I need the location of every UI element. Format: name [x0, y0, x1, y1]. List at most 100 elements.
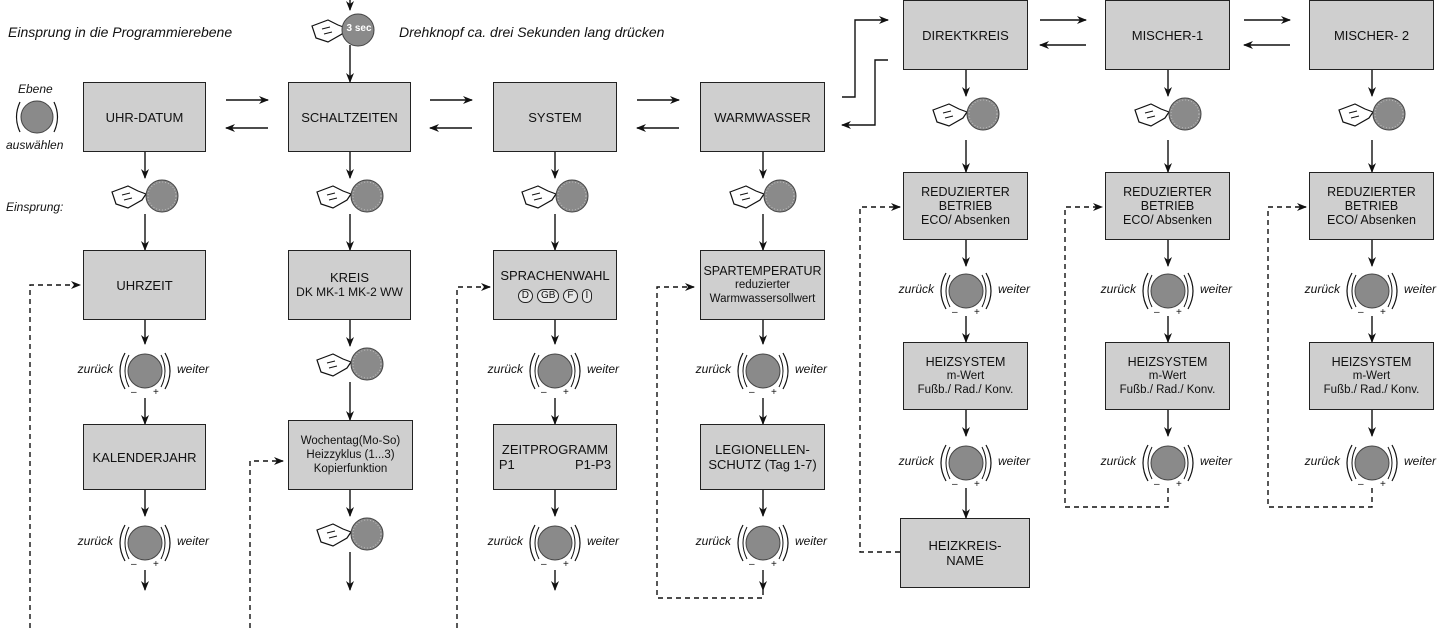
uhr-datum-label: UHR-DATUM	[105, 109, 184, 125]
rotary-knob-icon	[1138, 265, 1198, 317]
reduzierter-betrieb-box-direkt[interactable]: REDUZIERTER BETRIEB ECO/ Absenken	[903, 172, 1028, 240]
system-label: SYSTEM	[528, 109, 582, 125]
hand-press-knob-icon	[316, 179, 384, 213]
warmwasser-box[interactable]: WARMWASSER	[700, 82, 825, 152]
sec-label: 3 sec	[346, 23, 372, 34]
minus-sign: –	[952, 479, 958, 490]
ebene-label: Ebene	[18, 82, 53, 96]
heizkreis-name-box[interactable]: HEIZKREIS- NAME	[900, 518, 1030, 588]
hand-press-knob-icon	[1338, 97, 1406, 131]
heiz-line1: HEIZSYSTEM	[1127, 355, 1208, 369]
rotary-knob-icon	[1342, 265, 1402, 317]
weiter-label: weiter	[177, 362, 210, 376]
reduzierter-betrieb-box-m2[interactable]: REDUZIERTER BETRIEB ECO/ Absenken	[1309, 172, 1434, 240]
rotary-knob-icon	[733, 345, 793, 397]
auswaehlen-label: auswählen	[6, 138, 64, 152]
rotary-knob-icon	[15, 100, 59, 134]
heizsystem-box-m2[interactable]: HEIZSYSTEM m-Wert Fußb./ Rad./ Konv.	[1309, 342, 1434, 410]
red-line3: ECO/ Absenken	[1123, 213, 1212, 227]
zurueck-label: zurück	[1100, 282, 1136, 296]
press-knob[interactable]	[315, 346, 385, 382]
direktkreis-box[interactable]: DIREKTKREIS	[903, 0, 1028, 70]
press-knob[interactable]	[1133, 96, 1203, 132]
red-line2: BETRIEB	[1344, 199, 1399, 213]
kalenderjahr-label: KALENDERJAHR	[92, 449, 197, 465]
mischer2-box[interactable]: MISCHER- 2	[1309, 0, 1434, 70]
press-knob[interactable]	[110, 178, 180, 214]
weiter-label: weiter	[998, 282, 1031, 296]
spartemperatur-box[interactable]: SPARTEMPERATUR reduzierter Warmwassersol…	[700, 250, 825, 320]
weiter-label: weiter	[587, 534, 620, 548]
zurueck-label: zurück	[695, 534, 731, 548]
press-knob-3sec[interactable]: 3 sec	[308, 12, 378, 48]
kreis-box[interactable]: KREIS DK MK-1 MK-2 WW	[288, 250, 411, 320]
red-line2: BETRIEB	[1140, 199, 1195, 213]
uhr-datum-box[interactable]: UHR-DATUM	[83, 82, 206, 152]
schaltzeiten-box[interactable]: SCHALTZEITEN	[288, 82, 411, 152]
lang-option-i[interactable]: I	[581, 288, 593, 303]
mischer1-box[interactable]: MISCHER-1	[1105, 0, 1230, 70]
weiter-label: weiter	[795, 362, 828, 376]
press-knob[interactable]	[315, 178, 385, 214]
heizsystem-box-direkt[interactable]: HEIZSYSTEM m-Wert Fußb./ Rad./ Konv.	[903, 342, 1028, 410]
name-line1: HEIZKREIS-	[928, 538, 1002, 553]
legionellen-line1: LEGIONELLEN-	[715, 442, 810, 457]
weiter-label: weiter	[1404, 454, 1437, 468]
reduzierter-betrieb-box-m1[interactable]: REDUZIERTER BETRIEB ECO/ Absenken	[1105, 172, 1230, 240]
kalenderjahr-box[interactable]: KALENDERJAHR	[83, 424, 206, 490]
hand-press-knob-icon	[111, 179, 179, 213]
red-line1: REDUZIERTER	[921, 185, 1010, 199]
press-knob[interactable]	[1337, 96, 1407, 132]
zeitprogramm-title: ZEITPROGRAMM	[501, 442, 609, 457]
weiter-label: weiter	[177, 534, 210, 548]
kreis-title: KREIS	[329, 270, 369, 285]
hand-press-knob-icon	[316, 517, 384, 551]
mischer2-label: MISCHER- 2	[1333, 27, 1410, 43]
press-knob[interactable]	[520, 178, 590, 214]
weiter-label: weiter	[998, 454, 1031, 468]
press-knob[interactable]	[931, 96, 1001, 132]
legionellenschutz-box[interactable]: LEGIONELLEN- SCHUTZ (Tag 1-7)	[700, 424, 825, 490]
heiz-line2: m-Wert	[1148, 370, 1187, 382]
lang-option-gb[interactable]: GB	[536, 288, 560, 303]
rotary-knob-icon	[936, 437, 996, 489]
entry-text: Einsprung in die Programmierebene	[8, 24, 233, 40]
minus-sign: –	[131, 559, 137, 570]
level-select-knob[interactable]	[12, 96, 62, 138]
zeitprogramm-p1-p3: P1-P3	[574, 457, 612, 472]
uhrzeit-box[interactable]: UHRZEIT	[83, 250, 206, 320]
lang-option-d[interactable]: D	[517, 288, 533, 303]
heiz-line2: m-Wert	[1352, 370, 1391, 382]
heizsystem-box-m1[interactable]: HEIZSYSTEM m-Wert Fußb./ Rad./ Konv.	[1105, 342, 1230, 410]
wochentag-line1: Wochentag(Mo-So)	[300, 435, 401, 447]
zurueck-label: zurück	[898, 454, 934, 468]
plus-sign: +	[153, 559, 159, 570]
system-box[interactable]: SYSTEM	[493, 82, 617, 152]
press-knob[interactable]	[728, 178, 798, 214]
uhrzeit-label: UHRZEIT	[116, 277, 173, 293]
sprachenwahl-box[interactable]: SPRACHENWAHL D GB F I	[493, 250, 617, 320]
press-knob[interactable]	[315, 516, 385, 552]
red-line2: BETRIEB	[938, 199, 993, 213]
schaltzeiten-label: SCHALTZEITEN	[301, 109, 398, 125]
hand-press-knob-icon	[521, 179, 589, 213]
lang-option-f[interactable]: F	[563, 288, 578, 303]
sprachenwahl-title: SPRACHENWAHL	[500, 267, 610, 283]
wochentag-box[interactable]: Wochentag(Mo-So) Heizzyklus (1...3) Kopi…	[288, 420, 413, 490]
red-line1: REDUZIERTER	[1327, 185, 1416, 199]
heiz-line3: Fußb./ Rad./ Konv.	[1119, 384, 1216, 396]
rotary-knob-icon	[525, 517, 585, 569]
